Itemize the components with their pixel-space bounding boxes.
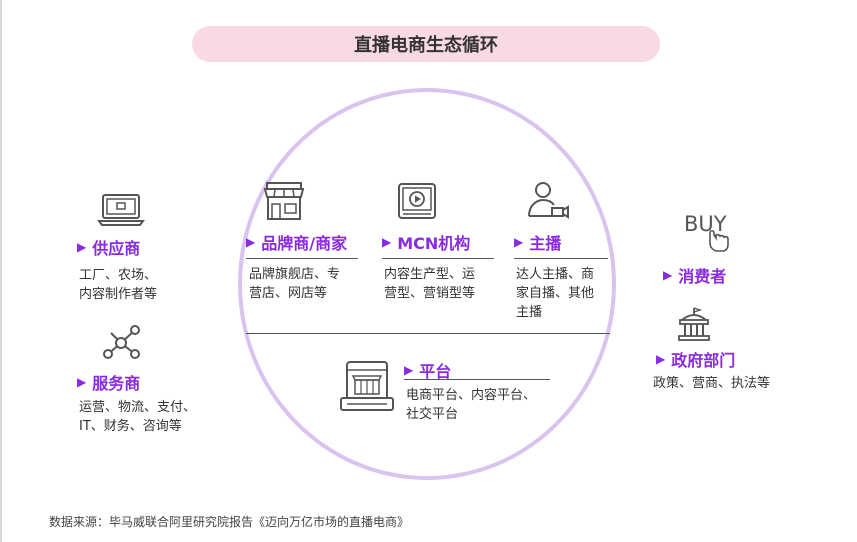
network-icon <box>101 323 143 361</box>
triangle-icon: ▶ <box>77 240 87 254</box>
anchor-underline <box>514 258 608 259</box>
node-government-label: ▶政府部门 <box>656 351 736 370</box>
node-mcn-label: ▶MCN机构 <box>382 234 471 253</box>
node-platform-label: ▶平台 <box>404 362 452 381</box>
platform-underline <box>404 379 550 380</box>
node-mcn-desc: 内容生产型、运 营型、营销型等 <box>384 267 476 301</box>
node-brand-label: ▶品牌商/商家 <box>246 234 348 253</box>
mcn-underline <box>382 258 494 259</box>
node-anchor-label: ▶主播 <box>514 234 562 253</box>
government-building-icon <box>677 306 711 342</box>
node-government-desc: 政策、营商、执法等 <box>653 376 771 391</box>
storefront-icon <box>261 180 307 222</box>
triangle-icon: ▶ <box>663 268 673 282</box>
node-supplier-label: ▶供应商 <box>77 239 141 258</box>
triangle-icon: ▶ <box>246 235 256 249</box>
triangle-icon: ▶ <box>656 352 666 366</box>
diagram-title: 直播电商生态循环 <box>192 26 660 62</box>
streamer-camera-icon <box>526 180 570 220</box>
node-service-desc: 运营、物流、支付、 IT、财务、咨询等 <box>79 400 197 434</box>
buy-click-icon: BUY <box>683 209 733 255</box>
shopping-web-icon <box>339 360 395 414</box>
triangle-icon: ▶ <box>77 375 87 389</box>
brand-underline <box>246 258 358 259</box>
node-anchor-desc: 达人主播、商 家自播、其他 主播 <box>516 267 595 320</box>
video-player-icon <box>397 182 437 220</box>
node-platform-desc: 电商平台、内容平台、 社交平台 <box>406 388 537 422</box>
laptop-icon <box>97 193 145 227</box>
triangle-icon: ▶ <box>514 235 524 249</box>
source-note: 数据来源：毕马威联合阿里研究院报告《迈向万亿市场的直播电商》 <box>49 515 410 529</box>
node-service-label: ▶服务商 <box>77 374 141 393</box>
node-brand-desc: 品牌旗舰店、专 营店、网店等 <box>249 267 341 301</box>
node-consumer-label: ▶消费者 <box>663 267 727 286</box>
left-border <box>0 0 2 542</box>
triangle-icon: ▶ <box>382 235 392 249</box>
circle-divider <box>246 333 610 334</box>
ecosystem-circle <box>238 88 616 480</box>
node-supplier-desc: 工厂、农场、 内容制作者等 <box>79 268 158 302</box>
triangle-icon: ▶ <box>404 363 414 377</box>
buy-icon-text: BUY <box>684 212 727 236</box>
